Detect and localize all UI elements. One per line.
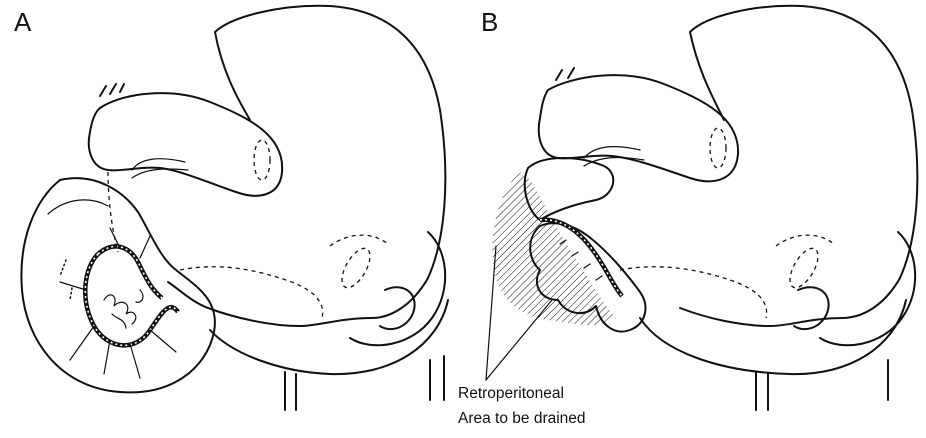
colon-loop-b xyxy=(819,231,917,347)
retroperitoneal-hatched-area xyxy=(492,172,616,326)
bowel-lobes-b xyxy=(529,222,647,333)
cyst-crease-a xyxy=(47,199,109,215)
gastric-dash-a xyxy=(179,234,389,319)
colon-loop-a xyxy=(349,231,447,347)
panel-a-drawing xyxy=(20,4,449,411)
ulcer-dash-a xyxy=(341,247,371,289)
duct-a xyxy=(107,171,119,253)
panel-b-drawing xyxy=(485,4,919,411)
pseudocyst-a xyxy=(20,177,216,394)
mesentery-vessels-b xyxy=(583,146,645,167)
spleen-a xyxy=(379,286,416,331)
stomach-lower-edge-b xyxy=(639,299,907,376)
anastomosis-suture-a xyxy=(83,252,180,348)
gastric-dash-b xyxy=(619,234,835,319)
panel-letter-a: A xyxy=(14,7,32,37)
vessel-lines-b xyxy=(755,371,769,411)
jejunum-lumen-b xyxy=(709,127,727,169)
jejunum-loop-a xyxy=(87,92,284,197)
mesentery-vessels-a xyxy=(131,158,189,179)
panel-letter-b: B xyxy=(481,7,499,37)
collapsed-cyst-b xyxy=(523,157,615,221)
jejunum-ties-b xyxy=(555,67,575,81)
stomach-inner-curve-a xyxy=(214,31,251,121)
aorta-a xyxy=(429,355,445,401)
suture-ticks-b xyxy=(559,239,603,281)
vessel-lines-a xyxy=(284,371,297,411)
annotation-line-2: Area to be drained xyxy=(458,410,586,427)
annotation-line-1: Retroperitoneal xyxy=(458,385,564,402)
radiating-vessels-a xyxy=(59,227,177,379)
cavity-debris-a xyxy=(103,289,144,329)
stomach-outline-b xyxy=(679,4,919,327)
stomach-outline-a xyxy=(167,4,447,327)
stomach-lower-edge-a xyxy=(209,299,449,376)
jejunum-lumen-a xyxy=(253,139,271,181)
label-pointer-2 xyxy=(485,299,553,381)
stomach-inner-curve-b xyxy=(689,31,725,121)
spleen-b xyxy=(793,286,830,331)
jejunum-loop-b xyxy=(537,74,740,183)
ulcer-dash-b xyxy=(789,247,819,289)
label-pointer-1 xyxy=(485,245,497,381)
retro-dots-a xyxy=(59,259,73,301)
jejunum-ties-a xyxy=(99,83,125,97)
